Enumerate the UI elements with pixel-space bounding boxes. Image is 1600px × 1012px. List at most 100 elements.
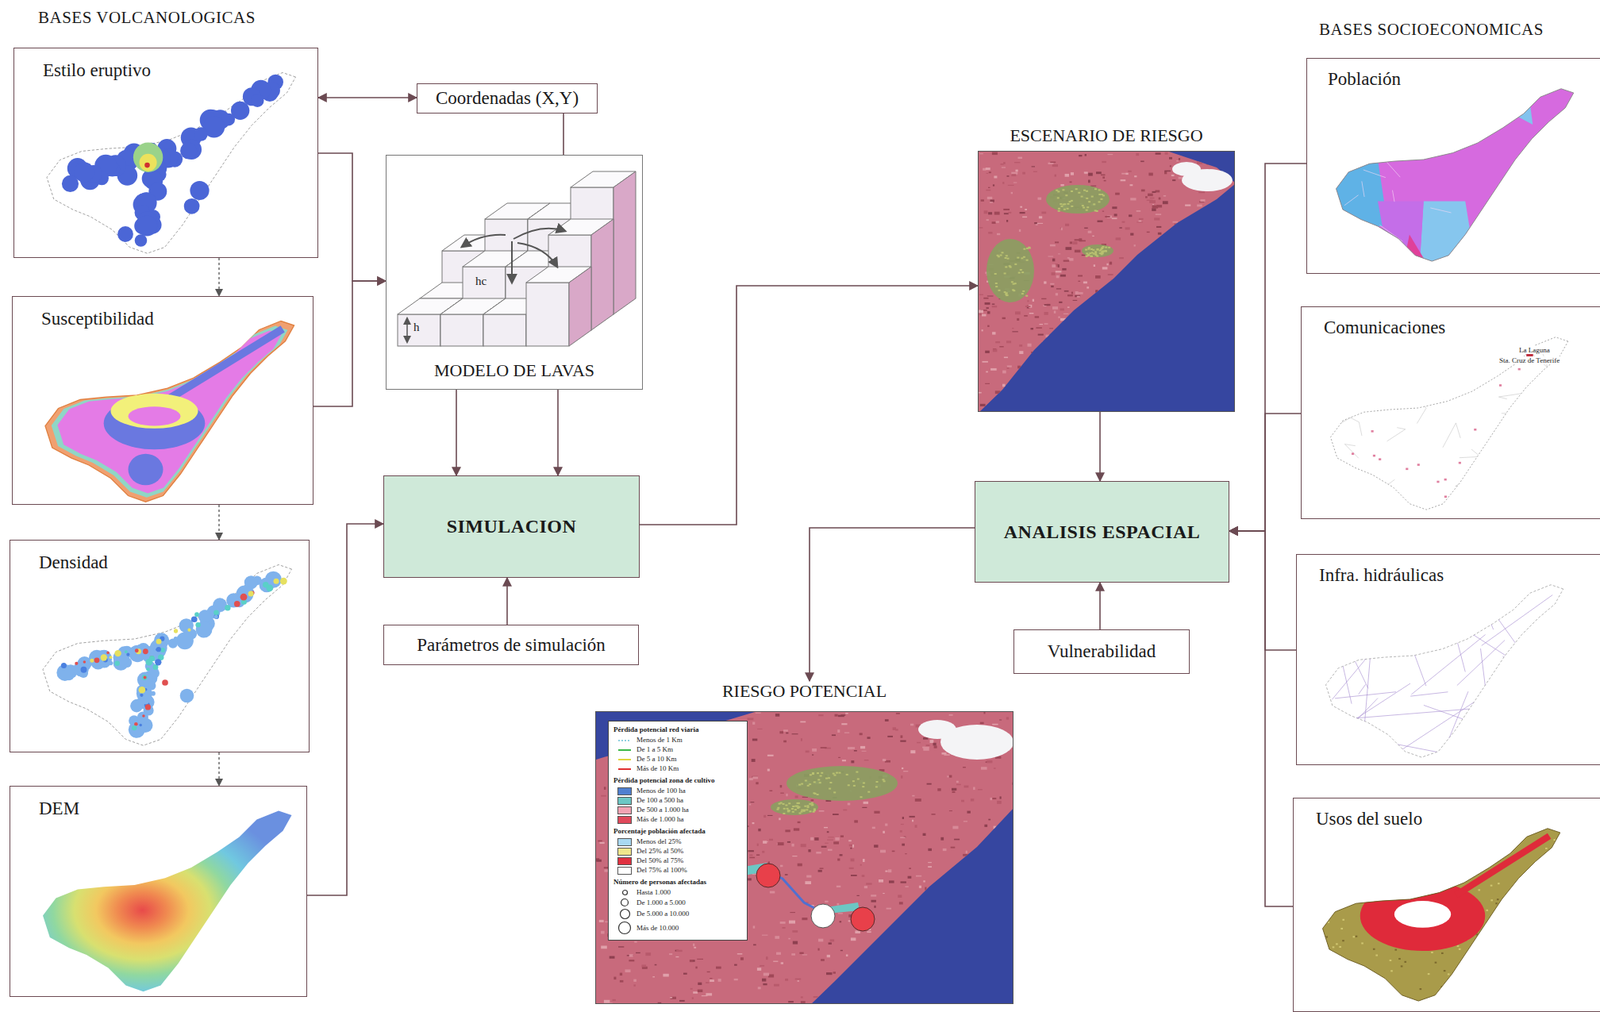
map-detail [787,841,791,843]
map-detail [1094,209,1097,212]
map-detail [1077,280,1081,282]
map-detail [1002,370,1007,374]
map-detail [1057,253,1061,254]
map-detail [692,996,694,1000]
map-detail [1225,381,1231,385]
map-detail [1115,237,1122,240]
map-detail [982,361,989,363]
map-detail [1044,311,1049,316]
map-detail [880,964,884,968]
map-detail [792,930,798,933]
legend-text: De 5.000 a 10.000 [636,909,689,919]
map-detail [846,773,849,776]
map-detail [945,997,951,1000]
legend-text: Menos de 1 Km [636,735,683,745]
map-detail [1107,346,1114,349]
map-detail [828,942,832,945]
map-detail [1100,174,1106,177]
map-detail [1150,354,1154,358]
map-detail [1057,316,1061,319]
map-detail [198,609,212,624]
map-detail [1139,334,1145,336]
map-detail [1207,253,1213,257]
legend-row: Más de 10 Km [616,764,743,774]
map-detail [1168,373,1172,376]
map-detail [1145,196,1148,198]
map-detail [160,647,166,653]
map-detail [678,711,685,716]
map-detail [1077,192,1081,194]
map-detail [1057,264,1060,268]
map-detail [690,988,693,990]
map-detail [800,783,804,785]
legend-row: De 500 a 1.000 ha [616,805,743,815]
map-detail [1151,207,1156,212]
map-detail [961,800,965,803]
map-detail [919,900,922,904]
map-detail [990,200,995,203]
map-detail [1137,339,1140,343]
map-detail [1223,165,1229,166]
map-detail [1230,335,1235,338]
map-detail [1137,384,1143,386]
legend-sample [616,787,633,796]
map-detail [1169,157,1173,160]
map-detail [997,934,1002,937]
map-detail [1056,288,1062,289]
map-detail [1207,281,1213,284]
map-detail [1005,254,1008,257]
map-detail [1169,268,1174,270]
map-detail [970,798,974,801]
map-detail [916,915,922,918]
map-detail [849,991,855,994]
map-detail [1215,382,1222,386]
map-detail [980,955,986,958]
map-detail [901,843,905,847]
map-detail [1090,185,1097,187]
legend-text: Más de 10 Km [636,764,679,774]
map-detail [965,850,968,854]
map-detail [1114,213,1118,216]
map-detail [1198,386,1204,389]
map-detail [919,907,925,911]
map-detail [1169,165,1172,167]
map-detail [1051,407,1054,410]
map-detail [762,983,767,985]
map-detail [809,810,812,812]
map-detail [1093,264,1096,267]
legend-row: Más de 1.000 ha [616,815,743,824]
map-detail [1051,272,1056,276]
map-detail [915,960,922,964]
map-detail [756,853,760,856]
map-detail [816,793,820,796]
map-detail [1185,313,1188,317]
map-detail [1024,365,1029,367]
map-detail [1139,265,1143,266]
map-detail [1084,172,1089,174]
map-detail [750,801,754,803]
map-detail [1157,326,1161,331]
map-detail [786,807,789,810]
legend-sample [616,897,633,908]
panel-heading: Estilo eruptivo [42,59,318,82]
map-detail [953,955,956,958]
map-detail [813,780,816,783]
map-detail [930,739,935,743]
legend-sample [616,857,633,866]
map-detail [143,675,147,679]
map-detail [1227,404,1231,408]
connector [1229,530,1293,907]
map-detail [830,938,835,942]
map-detail [988,211,993,215]
map-detail [1003,273,1007,275]
map-detail [819,781,822,784]
map-detail [1111,217,1118,220]
map-detail [989,948,994,952]
map-detail [1073,373,1077,376]
map-detail [981,411,985,412]
map-detail [952,946,956,949]
map-detail [1172,161,1201,177]
map-detail [837,858,840,862]
map-detail [1155,152,1162,155]
